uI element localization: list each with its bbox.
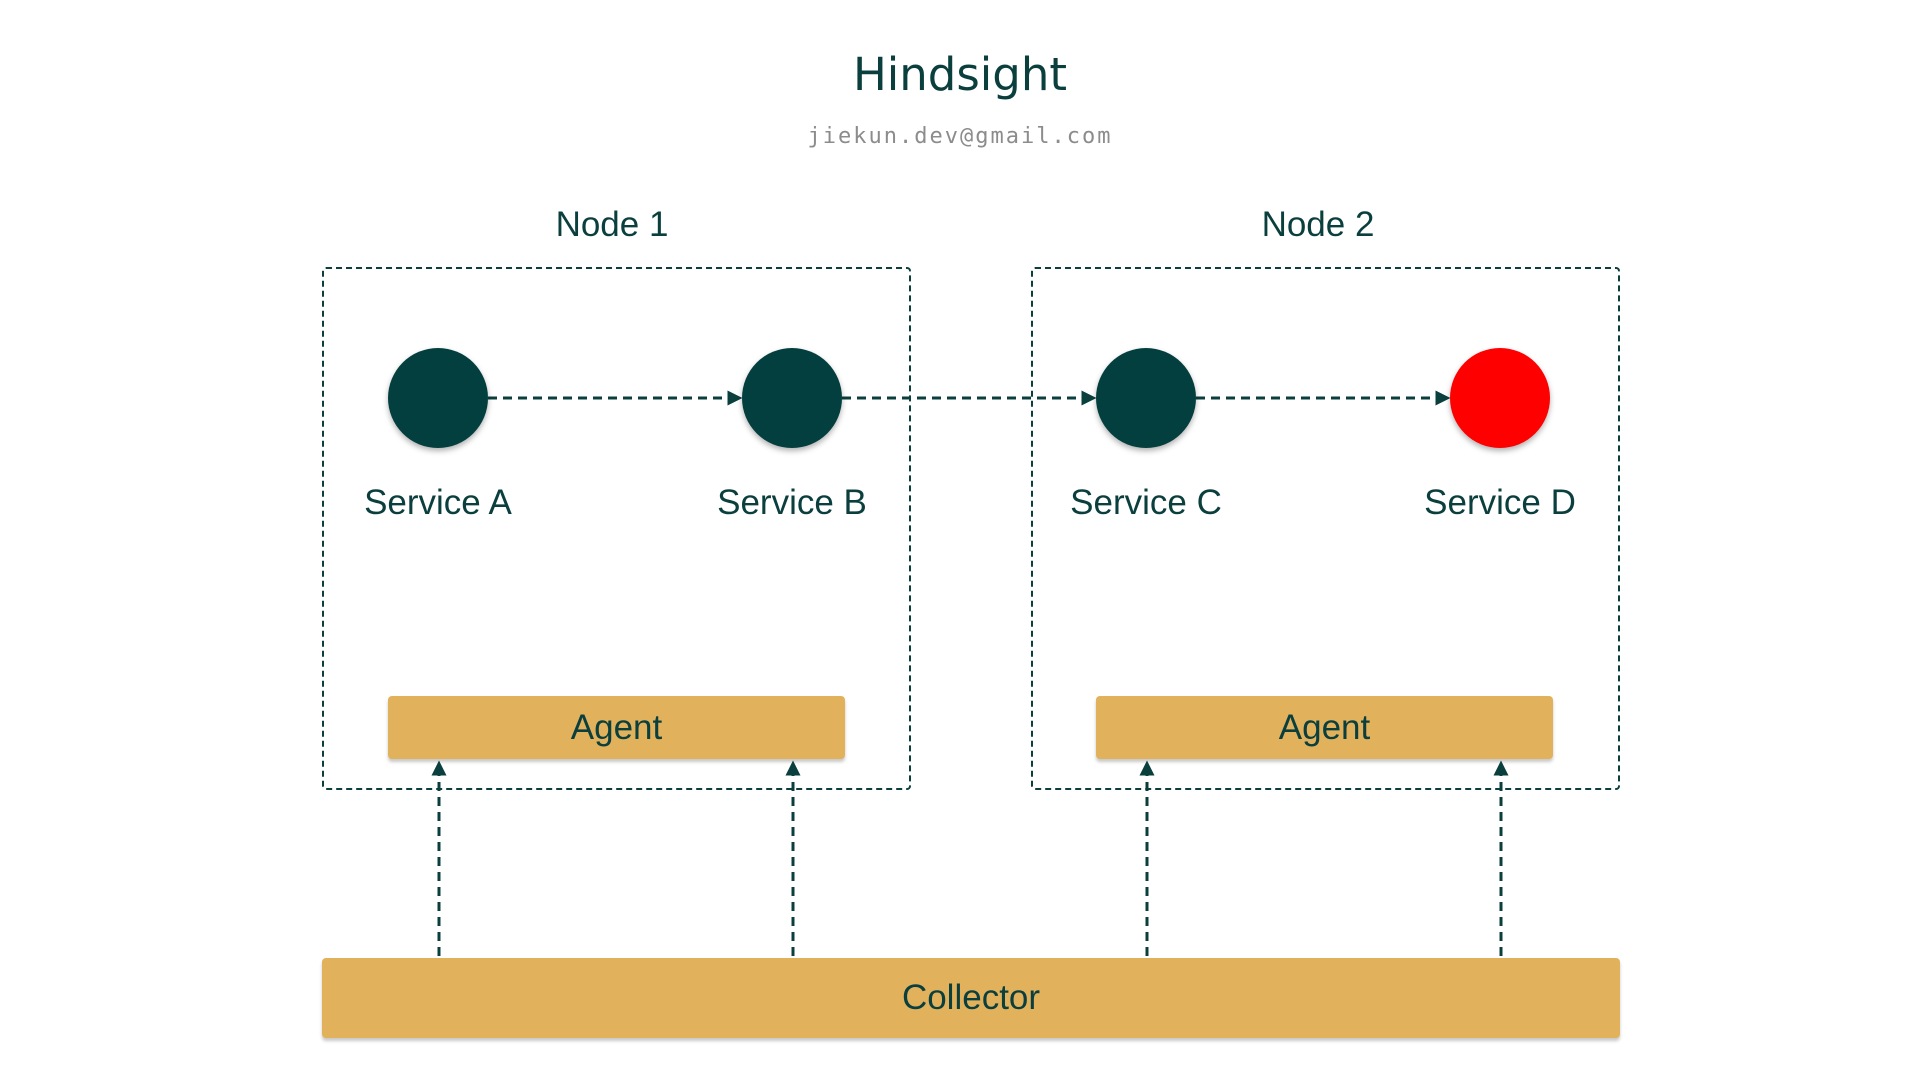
service-a-node	[388, 348, 488, 448]
diagram-title: Hindsight	[852, 48, 1068, 101]
author-email: jiekun.dev@gmail.com	[807, 124, 1113, 149]
node-2-label: Node 2	[1261, 205, 1375, 244]
service-d-label: Service D	[1424, 483, 1576, 522]
service-b-node	[742, 348, 842, 448]
agent-node-2: Agent	[1096, 696, 1553, 759]
service-d-node	[1450, 348, 1550, 448]
agent-node-1: Agent	[388, 696, 845, 759]
service-c-node	[1096, 348, 1196, 448]
node-1-label: Node 1	[555, 205, 669, 244]
service-b-label: Service B	[717, 483, 867, 522]
service-c-label: Service C	[1070, 483, 1222, 522]
service-a-label: Service A	[364, 483, 512, 522]
node-2-box	[1031, 267, 1620, 790]
collector: Collector	[322, 958, 1620, 1038]
node-1-box	[322, 267, 911, 790]
